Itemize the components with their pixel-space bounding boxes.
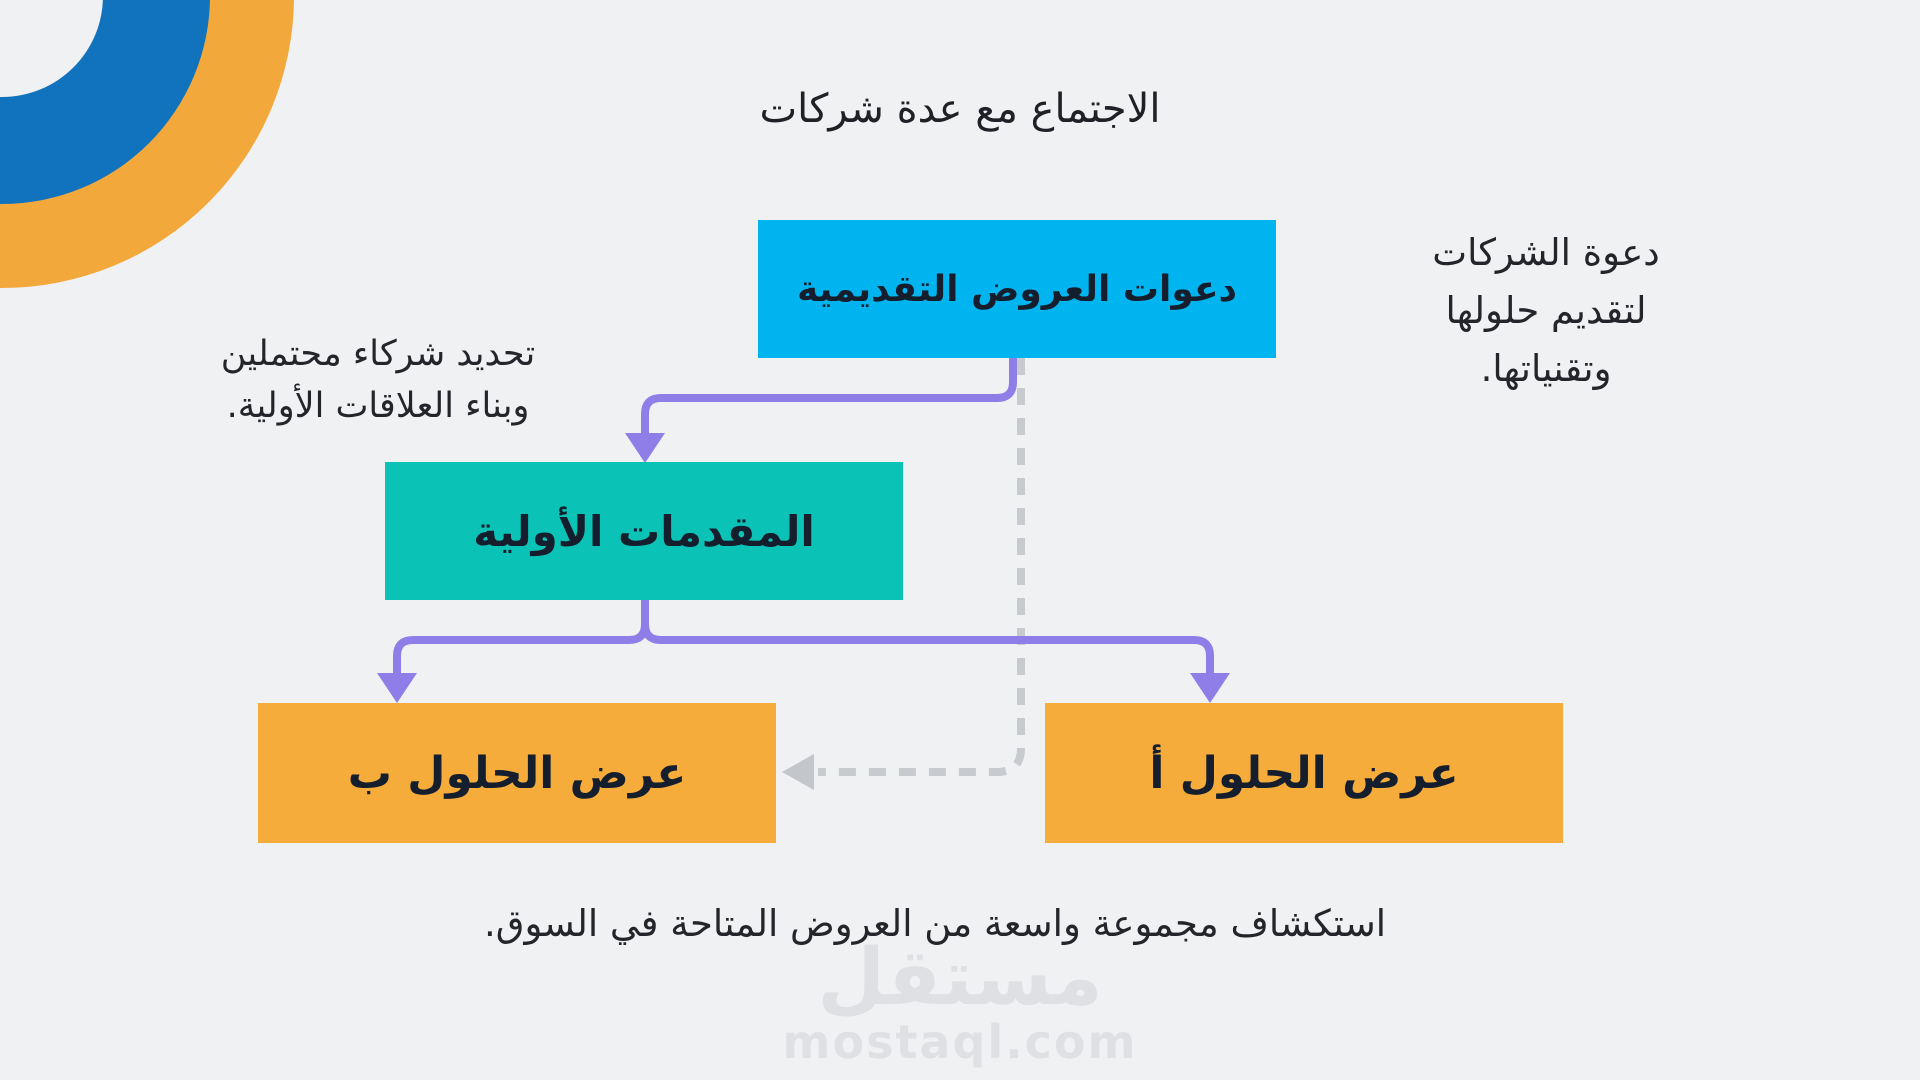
mostaql-watermark: مستقل mostaql.com	[0, 938, 1920, 1066]
flow-node-solutions-a: عرض الحلول أ	[1045, 703, 1563, 843]
note-line: تحديد شركاء محتملين	[220, 334, 536, 374]
note-line: وبناء العلاقات الأولية.	[226, 386, 530, 426]
note-line: وتقنياتها.	[1480, 347, 1612, 390]
corner-rings-decoration	[0, 0, 294, 288]
dashed-arrowhead-left-icon	[782, 754, 814, 790]
note-invite-companies: دعوة الشركات لتقديم حلولها وتقنياتها.	[1378, 224, 1714, 398]
arrowhead-down-solutions-a-icon	[1190, 673, 1230, 703]
arrowhead-down-solutions-b-icon	[377, 673, 417, 703]
flow-node-introductions: المقدمات الأولية	[385, 462, 903, 600]
note-line: لتقديم حلولها	[1445, 289, 1647, 332]
arrowhead-down-introductions-icon	[625, 433, 665, 463]
flow-node-solutions-b: عرض الحلول ب	[258, 703, 776, 843]
mostaql-domain-text: mostaql.com	[782, 1015, 1138, 1069]
solid-connector-introductions-to-solutions-a	[641, 600, 1214, 676]
solid-connector-invitations-to-introductions	[641, 358, 1017, 436]
note-explore-offers: استكشاف مجموعة واسعة من العروض المتاحة ف…	[484, 902, 1386, 945]
note-line: دعوة الشركات	[1432, 231, 1660, 274]
outer-orange-ring	[0, 0, 294, 288]
flow-node-invitations: دعوات العروض التقديمية	[758, 220, 1276, 358]
note-identify-partners: تحديد شركاء محتملين وبناء العلاقات الأول…	[160, 328, 596, 432]
page-title: الاجتماع مع عدة شركات	[759, 86, 1161, 132]
ring-core	[0, 0, 103, 97]
solid-connector-introductions-to-solutions-b	[393, 600, 649, 676]
mostaql-arabic-logo: مستقل	[817, 933, 1103, 1023]
